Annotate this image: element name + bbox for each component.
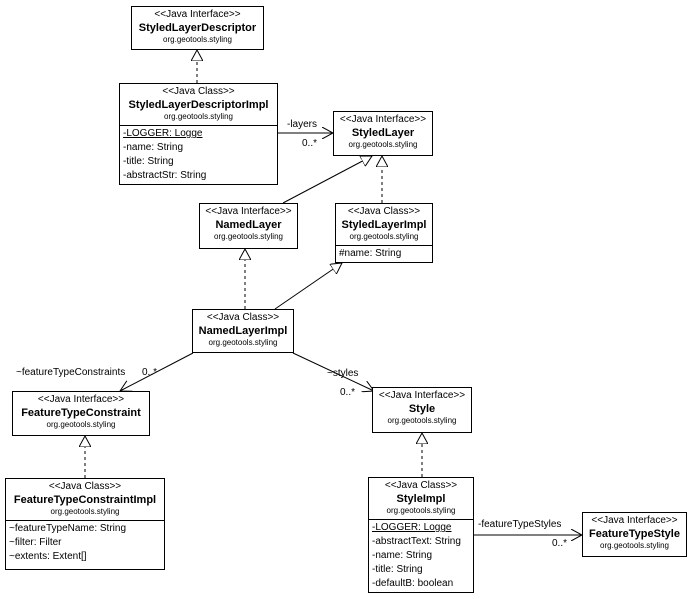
- class-feature-type-constraint[interactable]: <<Java Interface>> FeatureTypeConstraint…: [12, 391, 150, 436]
- attribute-extents: ~extents: Extent[]: [9, 551, 87, 562]
- stereotype-label: <<Java Class>>: [384, 480, 458, 491]
- association-featuretypeconstraints: [120, 352, 194, 391]
- package-label: org.geotools.styling: [348, 140, 418, 149]
- package-label: org.geotools.styling: [386, 506, 456, 515]
- stereotype-label: <<Java Interface>>: [339, 114, 427, 125]
- package-label: org.geotools.styling: [387, 416, 457, 425]
- class-name: FeatureTypeConstraint: [21, 407, 141, 419]
- attribute-abstract-str: -abstractStr: String: [123, 170, 207, 181]
- package-label: org.geotools.styling: [163, 35, 232, 44]
- class-name: StyledLayer: [351, 127, 415, 139]
- attribute-name: -name: String: [372, 550, 433, 561]
- class-style[interactable]: <<Java Interface>> Style org.geotools.st…: [372, 387, 472, 433]
- class-name: NamedLayer: [215, 219, 282, 231]
- package-label: org.geotools.styling: [164, 112, 233, 121]
- attribute-title: -title: String: [372, 564, 423, 575]
- feature-type-styles-multiplicity-label: 0..*: [552, 538, 568, 549]
- stereotype-label: <<Java Class>>: [206, 312, 280, 323]
- generalization-namedlayerimpl-styledlayerimpl: [274, 263, 342, 310]
- attribute-name: -name: String: [123, 142, 184, 153]
- class-styled-layer-descriptor-impl[interactable]: <<Java Class>> StyledLayerDescriptorImpl…: [119, 83, 278, 185]
- layers-role-label: -layers: [287, 119, 318, 130]
- class-styled-layer[interactable]: <<Java Interface>> StyledLayer org.geoto…: [333, 111, 433, 156]
- association-styles: [292, 352, 374, 391]
- attribute-logger: -LOGGER: Logge: [372, 522, 452, 533]
- package-label: org.geotools.styling: [208, 338, 278, 347]
- attribute-title: -title: String: [123, 156, 174, 167]
- class-feature-type-style[interactable]: <<Java Interface>> FeatureTypeStyle org.…: [582, 512, 687, 557]
- stereotype-label: <<Java Class>>: [48, 481, 122, 492]
- attribute-feature-type-name: ~featureTypeName: String: [9, 523, 127, 534]
- package-label: org.geotools.styling: [214, 232, 283, 241]
- class-name: StyledLayerDescriptor: [138, 22, 257, 34]
- class-named-layer[interactable]: <<Java Interface>> NamedLayer org.geotoo…: [199, 203, 298, 249]
- attribute-logger: -LOGGER: Logge: [123, 128, 203, 139]
- layers-multiplicity-label: 0..*: [302, 138, 318, 149]
- attribute-default-b: -defaultB: boolean: [372, 578, 454, 589]
- package-label: org.geotools.styling: [50, 507, 120, 516]
- package-label: org.geotools.styling: [349, 232, 419, 241]
- generalization-namedlayer-styledlayer: [282, 156, 372, 204]
- class-name: StyledLayerDescriptorImpl: [128, 99, 269, 111]
- stereotype-label: <<Java Interface>>: [154, 9, 241, 20]
- class-name: StyledLayerImpl: [341, 219, 427, 231]
- class-styled-layer-impl[interactable]: <<Java Class>> StyledLayerImpl org.geoto…: [335, 203, 433, 263]
- feature-type-constraints-multiplicity-label: 0..*: [142, 367, 158, 378]
- class-style-impl[interactable]: <<Java Class>> StyleImpl org.geotools.st…: [368, 477, 474, 593]
- class-name: Style: [408, 403, 436, 415]
- class-name: StyleImpl: [396, 493, 446, 505]
- stereotype-label: <<Java Class>>: [347, 206, 421, 217]
- package-label: org.geotools.styling: [600, 541, 669, 550]
- stereotype-label: <<Java Class>>: [162, 86, 235, 97]
- attribute-compartment: #name: String: [336, 245, 432, 262]
- attribute-name: #name: String: [339, 248, 402, 259]
- stereotype-label: <<Java Interface>>: [591, 515, 678, 526]
- attribute-compartment: -LOGGER: Logge -abstractText: String -na…: [369, 519, 473, 592]
- attribute-filter: ~filter: Filter: [9, 537, 62, 548]
- attribute-compartment: -LOGGER: Logge -name: String -title: Str…: [120, 125, 277, 184]
- class-feature-type-constraint-impl[interactable]: <<Java Class>> FeatureTypeConstraintImpl…: [5, 478, 165, 570]
- attribute-abstract-text: -abstractText: String: [372, 536, 461, 547]
- package-label: org.geotools.styling: [46, 420, 116, 429]
- class-name: FeatureTypeStyle: [589, 528, 680, 540]
- stereotype-label: <<Java Interface>>: [37, 394, 125, 405]
- class-name: FeatureTypeConstraintImpl: [13, 494, 157, 506]
- stereotype-label: <<Java Interface>>: [378, 390, 466, 401]
- class-name: NamedLayerImpl: [198, 325, 288, 337]
- feature-type-constraints-role-label: ~featureTypeConstraints: [16, 367, 126, 378]
- styles-role-label: ~styles: [327, 368, 359, 379]
- attribute-compartment: ~featureTypeName: String ~filter: Filter…: [6, 520, 164, 565]
- stereotype-label: <<Java Interface>>: [205, 206, 292, 217]
- styles-multiplicity-label: 0..*: [340, 387, 356, 398]
- feature-type-styles-role-label: -featureTypeStyles: [478, 519, 562, 530]
- class-named-layer-impl[interactable]: <<Java Class>> NamedLayerImpl org.geotoo…: [192, 309, 294, 353]
- class-styled-layer-descriptor[interactable]: <<Java Interface>> StyledLayerDescriptor…: [131, 6, 264, 50]
